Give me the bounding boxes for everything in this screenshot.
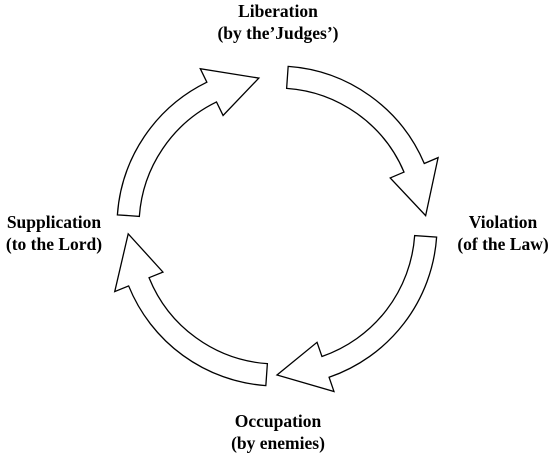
arrow-liberation-to-violation [285, 65, 439, 217]
stage-label-liberation: Liberation (by the’Judges’) [183, 0, 373, 44]
arrow-occupation-to-supplication [113, 232, 269, 387]
stage-title-liberation: Liberation [238, 1, 318, 21]
stage-title-supplication: Supplication [6, 212, 102, 232]
stage-subtitle-supplication: (to the Lord) [5, 234, 103, 254]
stage-label-supplication: Supplication (to the Lord) [0, 211, 108, 255]
stage-subtitle-violation: (of the Law) [457, 234, 549, 254]
stage-label-violation: Violation (of the Law) [448, 211, 555, 255]
stage-title-occupation: Occupation [234, 411, 322, 431]
stage-label-occupation: Occupation (by enemies) [183, 410, 373, 454]
arrow-supplication-to-liberation [116, 67, 261, 218]
stage-title-violation: Violation [468, 212, 538, 232]
stage-subtitle-liberation: (by the’Judges’) [217, 23, 339, 43]
stage-subtitle-occupation: (by enemies) [231, 433, 325, 453]
arrow-violation-to-occupation [275, 234, 438, 393]
